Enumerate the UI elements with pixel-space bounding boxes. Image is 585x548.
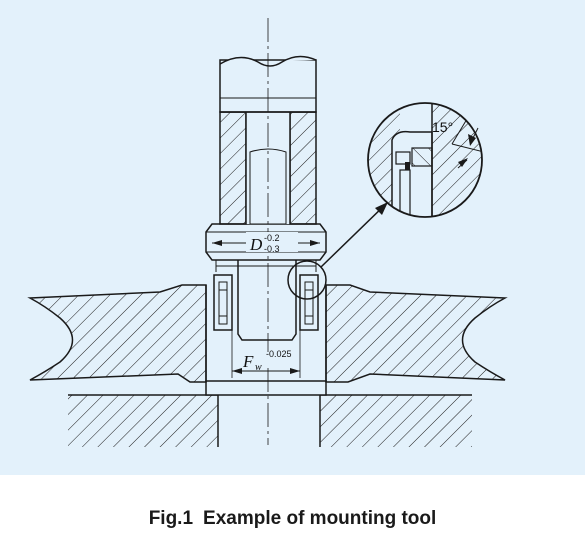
figure-number: Fig.1 xyxy=(148,508,194,529)
angle-label: 15° xyxy=(432,119,453,135)
d-dimension xyxy=(212,232,320,252)
pulley-left xyxy=(27,284,207,383)
pilot-pin xyxy=(237,257,297,341)
figure-caption-text: Example of mounting tool xyxy=(203,508,437,529)
fw-subscript: w xyxy=(255,362,262,373)
fw-tolerance: -0.025 xyxy=(266,349,292,359)
figure-caption: Fig.1 Example of mounting tool xyxy=(0,508,585,530)
d-tolerance-upper: -0.2 xyxy=(264,233,280,243)
detail-view xyxy=(367,102,483,218)
base-block-right xyxy=(319,394,472,447)
support-plate xyxy=(205,380,327,396)
fw-dimension xyxy=(231,330,301,378)
d-tolerance-lower: -0.3 xyxy=(264,244,280,254)
bearing-right xyxy=(299,274,319,331)
mounting-tool-drawing: D -0.2 -0.3 F w -0.025 xyxy=(27,18,508,447)
d-symbol: D xyxy=(249,235,263,254)
base-block-left xyxy=(68,394,219,447)
pulley-right xyxy=(325,284,508,383)
fw-symbol: F xyxy=(242,352,254,371)
bearing-left xyxy=(213,274,233,331)
detail-callout-circle xyxy=(287,260,327,300)
